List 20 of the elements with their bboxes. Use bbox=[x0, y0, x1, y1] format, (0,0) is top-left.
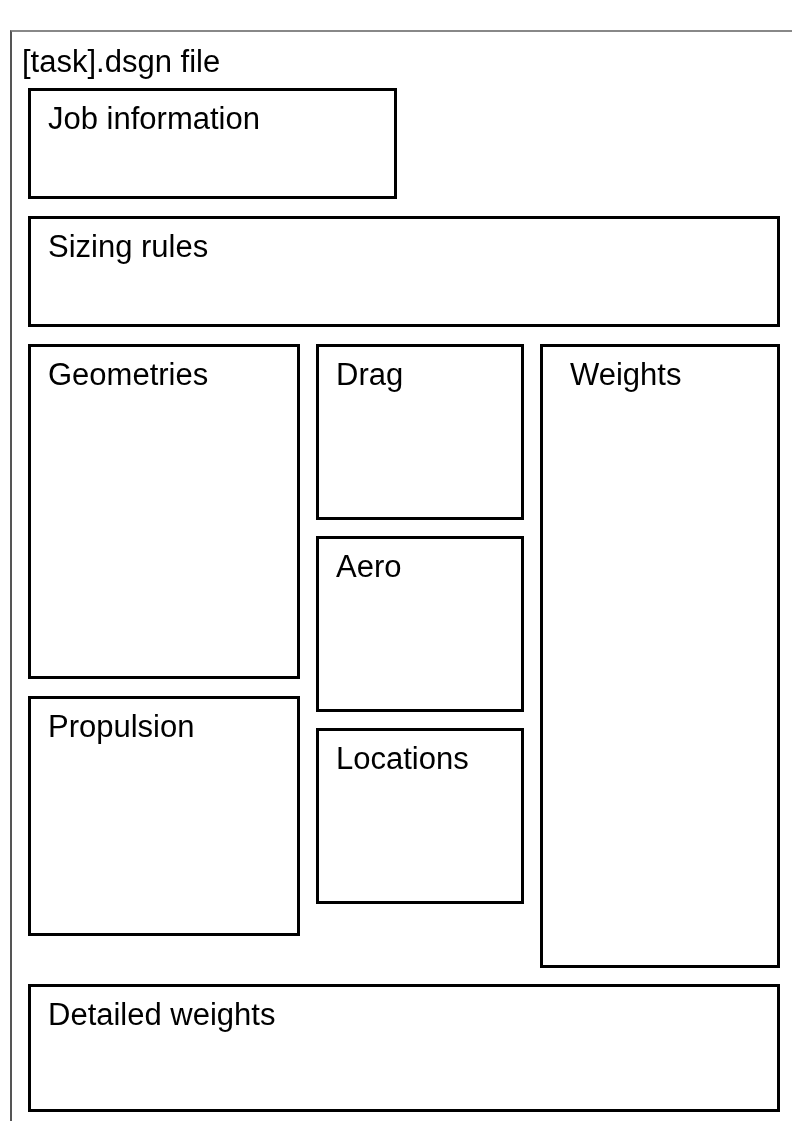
section-box bbox=[28, 344, 300, 679]
section-box bbox=[316, 536, 524, 712]
section-title: Locations bbox=[336, 741, 469, 777]
section-title: Propulsion bbox=[48, 709, 195, 745]
section-title: Detailed weights bbox=[48, 997, 276, 1033]
file-frame bbox=[10, 30, 792, 1121]
section-box bbox=[316, 728, 524, 904]
section-box bbox=[540, 344, 780, 968]
frame-title: [task].dsgn file bbox=[22, 44, 221, 80]
section-title: Geometries bbox=[48, 357, 209, 393]
section-box bbox=[28, 88, 397, 199]
section-box bbox=[28, 696, 300, 936]
section-title: Drag bbox=[336, 357, 404, 393]
section-title: Aero bbox=[336, 549, 402, 585]
section-title: Weights bbox=[570, 357, 682, 393]
section-box bbox=[28, 984, 780, 1112]
section-box bbox=[28, 216, 780, 327]
section-title: Sizing rules bbox=[48, 229, 209, 265]
section-box bbox=[316, 344, 524, 520]
section-title: Job information bbox=[48, 101, 260, 137]
